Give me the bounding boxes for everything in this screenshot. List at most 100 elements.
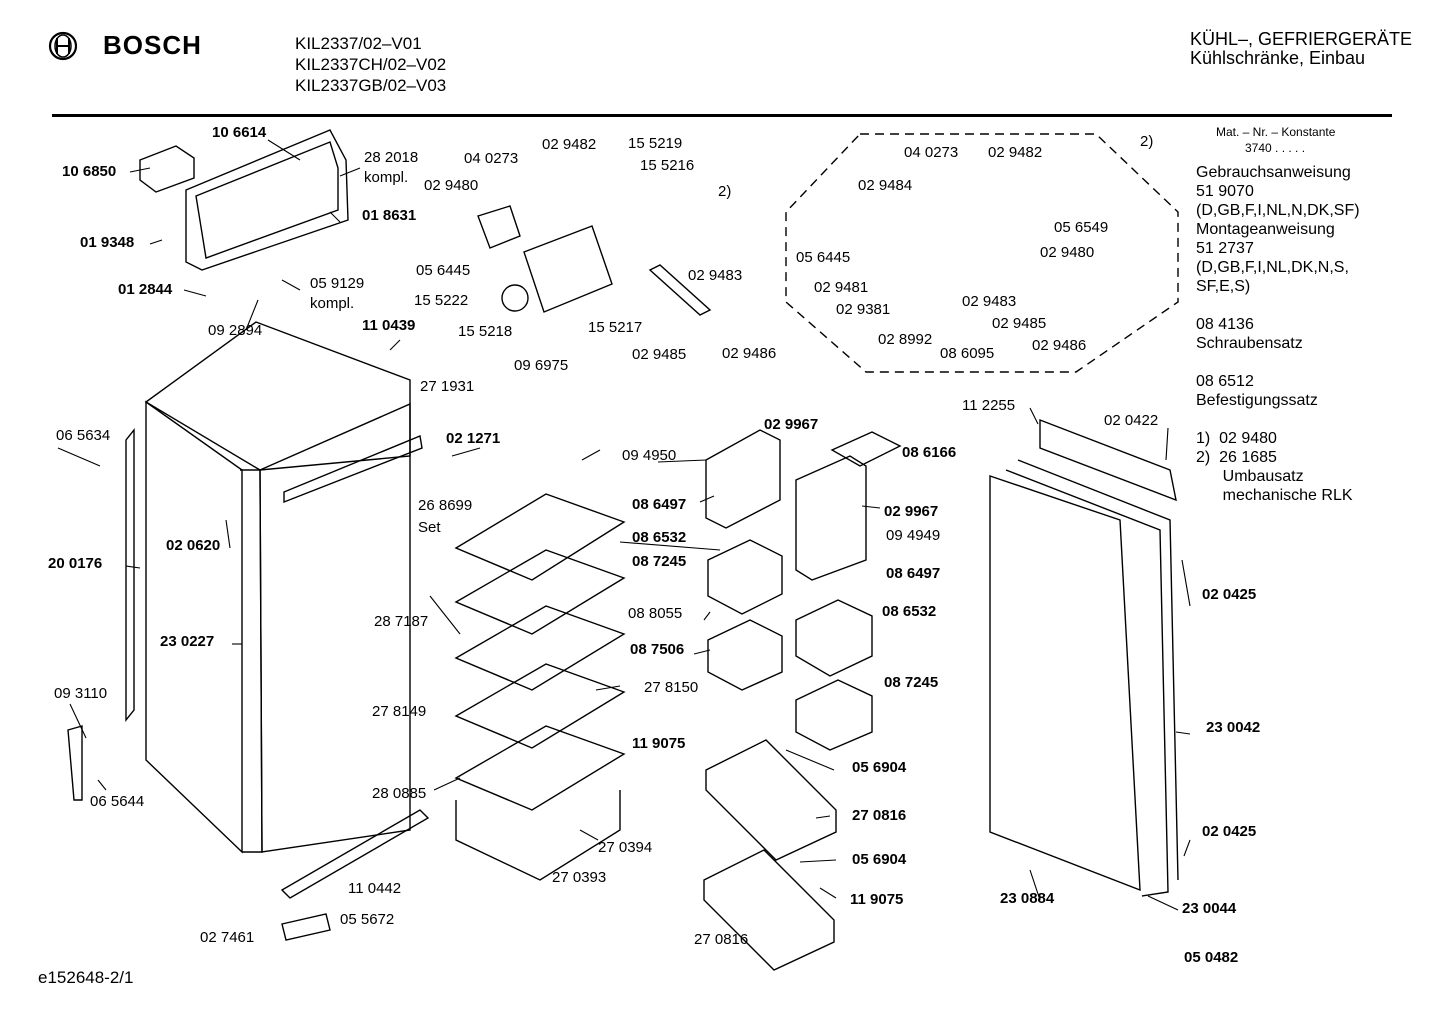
parts-note-line: Montageanweisung: [1196, 221, 1335, 238]
parts-note-line: Gebrauchsanweisung: [1196, 164, 1351, 181]
part-number-label: 02 1271: [446, 430, 500, 447]
part-number-label: Set: [418, 519, 441, 536]
part-number-label: 27 1931: [420, 378, 474, 395]
part-number-label: 27 0393: [552, 869, 606, 886]
parts-note-line: Schraubensatz: [1196, 335, 1303, 352]
part-number-label: 2): [718, 183, 731, 200]
leader-line: [579, 829, 599, 841]
part-number-label: 02 9486: [722, 345, 776, 362]
part-number-label: 27 0394: [598, 839, 652, 856]
part-number-label: 15 5218: [458, 323, 512, 340]
parts-note-line: (D,GB,F,I,NL,N,DK,SF): [1196, 202, 1360, 219]
thermostat-housing-part: [477, 205, 712, 316]
part-number-label: 02 9481: [814, 279, 868, 296]
leader-line: [799, 859, 837, 863]
part-number-label: 26 8699: [418, 497, 472, 514]
part-number-label: 02 9480: [1040, 244, 1094, 261]
part-number-label: 02 0425: [1202, 586, 1256, 603]
part-number-label: 15 5217: [588, 319, 642, 336]
part-number-label: 02 9485: [632, 346, 686, 363]
part-number-label: 05 0482: [1184, 949, 1238, 966]
part-number-label: 10 6614: [212, 124, 267, 141]
leader-line: [785, 749, 835, 771]
door-bins-part: [703, 429, 902, 971]
leader-line: [581, 449, 601, 461]
leader-line: [815, 815, 831, 819]
leader-line: [339, 167, 361, 177]
model-list: KIL2337/02–V01 KIL2337CH/02–V02 KIL2337G…: [295, 33, 446, 96]
part-number-label: 06 5634: [56, 427, 110, 444]
part-number-label: 15 5216: [640, 157, 694, 174]
part-number-label: 08 6532: [882, 603, 936, 620]
parts-note-line: 08 6512: [1196, 373, 1254, 390]
part-number-label: 02 9381: [836, 301, 890, 318]
parts-note-line: (D,GB,F,I,NL,DK,N,S,: [1196, 259, 1349, 276]
leader-line: [57, 447, 101, 467]
mechanical-kit-outline: [785, 133, 1179, 373]
leader-line: [657, 459, 707, 463]
leader-line: [451, 447, 481, 457]
leader-line: [595, 685, 621, 691]
leader-line: [1147, 895, 1179, 911]
leader-line: [329, 211, 341, 223]
part-number-label: kompl.: [310, 295, 354, 312]
part-number-label: 04 0273: [904, 144, 958, 161]
leader-line: [267, 139, 301, 161]
category-block: KÜHL–, GEFRIERGERÄTE Kühlschränke, Einba…: [1190, 30, 1412, 68]
leader-line: [149, 239, 163, 245]
part-number-label: 11 2255: [962, 397, 1015, 414]
leader-line: [861, 505, 881, 509]
leader-line: [129, 167, 151, 173]
part-number-label: 09 4950: [622, 447, 676, 464]
part-number-label: 02 9485: [992, 315, 1046, 332]
leader-line: [429, 595, 461, 635]
part-number-label: 05 9129: [310, 275, 364, 292]
part-number-label: 08 6095: [940, 345, 994, 362]
mat-nr-value: 3740 . . . . .: [1245, 141, 1306, 155]
leader-line: [183, 289, 207, 297]
part-number-label: 04 0273: [464, 150, 518, 167]
freezer-door-part: [139, 129, 349, 271]
part-number-label: 15 5219: [628, 135, 682, 152]
part-number-label: 23 0884: [1000, 890, 1055, 907]
part-number-label: 08 6166: [902, 444, 956, 461]
parts-note-line: 08 4136: [1196, 316, 1254, 333]
part-number-label: 20 0176: [48, 555, 102, 572]
part-number-label: 05 6549: [1054, 219, 1108, 236]
leader-line: [225, 519, 231, 549]
part-number-label: 05 6904: [852, 851, 907, 868]
part-number-label: 02 8992: [878, 331, 932, 348]
part-number-label: 01 2844: [118, 281, 173, 298]
part-number-label: 02 9482: [542, 136, 596, 153]
part-number-label: 27 8149: [372, 703, 426, 720]
part-number-label: 27 0816: [694, 931, 748, 948]
part-number-label: 02 7461: [200, 929, 254, 946]
leader-line: [1175, 731, 1191, 735]
leader-line: [245, 299, 259, 331]
part-number-label: 08 7245: [632, 553, 686, 570]
part-number-label: 11 9075: [850, 891, 903, 908]
parts-note-line: mechanische RLK: [1196, 487, 1353, 504]
parts-note-line: SF,E,S): [1196, 278, 1251, 295]
parts-note-line: Umbausatz: [1196, 468, 1304, 485]
part-number-label: 01 8631: [362, 207, 416, 224]
parts-note-line: 2) 26 1685: [1196, 449, 1277, 466]
leader-line: [97, 779, 107, 791]
leader-line: [69, 703, 87, 739]
part-number-label: 02 9480: [424, 177, 478, 194]
leader-line: [1029, 869, 1041, 901]
part-number-label: 09 2894: [208, 322, 262, 339]
part-number-label: 08 6532: [632, 529, 686, 546]
leader-line: [699, 495, 715, 503]
leader-line: [1029, 407, 1039, 425]
drawing-reference: e152648-2/1: [38, 968, 134, 987]
parts-note-line: Befestigungssatz: [1196, 392, 1318, 409]
part-number-label: 2): [1140, 133, 1153, 150]
part-number-label: 27 0816: [852, 807, 906, 824]
leader-line: [281, 279, 301, 291]
leader-line: [619, 541, 721, 551]
parts-note-line: 51 9070: [1196, 183, 1254, 200]
leader-line: [1165, 427, 1169, 461]
refrigerator-cabinet-part: [125, 321, 423, 854]
